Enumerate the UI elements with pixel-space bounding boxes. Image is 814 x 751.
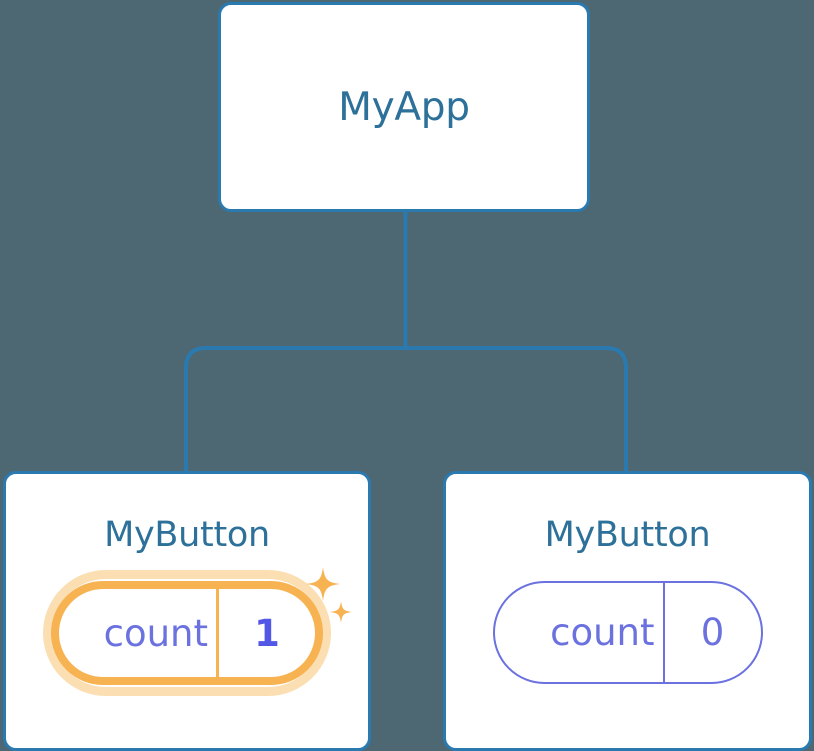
component-tree-diagram: MyApp MyButton count 1 MyButton count 0 — [3, 2, 812, 751]
state-pill-container: count 0 — [492, 581, 763, 684]
state-pill-divider — [662, 583, 665, 682]
node-myapp[interactable]: MyApp — [218, 2, 590, 212]
state-key: count — [103, 611, 208, 655]
node-title: MyButton — [544, 515, 711, 555]
node-mybutton-right[interactable]: MyButton count 0 — [443, 471, 812, 751]
highlight-glow-ring — [43, 570, 331, 696]
state-pill-container: count 1 — [43, 567, 352, 696]
sparkle-small-icon — [330, 601, 352, 623]
node-mybutton-left[interactable]: MyButton count 1 — [3, 471, 371, 751]
connector-bus — [184, 346, 628, 471]
state-key: count — [550, 611, 655, 654]
node-title: MyApp — [338, 84, 470, 130]
state-value: 0 — [700, 611, 725, 654]
state-pill-divider — [216, 589, 219, 677]
state-value: 1 — [254, 611, 280, 655]
state-pill[interactable]: count 0 — [492, 581, 763, 684]
state-pill-highlighted[interactable]: count 1 — [51, 581, 323, 685]
node-title: MyButton — [104, 515, 270, 555]
